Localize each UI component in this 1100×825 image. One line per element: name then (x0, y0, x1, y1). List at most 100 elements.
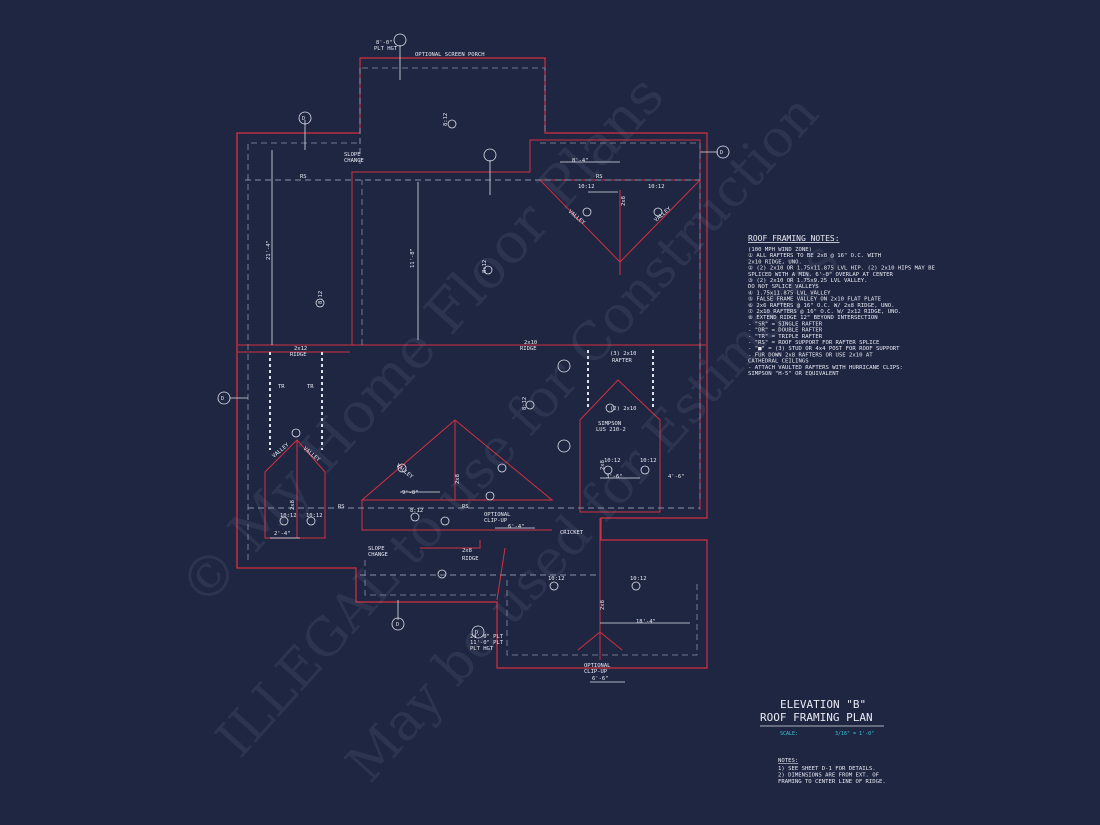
pitch-10: 8:12 (318, 291, 324, 304)
dim-18-4: 18'-4" (636, 619, 656, 625)
notes-list-line: ① ALL RAFTERS TO BE 2x8 @ 16" O.C. WITH (748, 252, 881, 259)
pitch-4: 10:12 (640, 458, 657, 464)
rs-label-2: RS (596, 174, 603, 180)
footnotes: NOTES: 1) SEE SHEET D-1 FOR DETAILS.2) D… (778, 758, 886, 785)
ridge-2x12: 2x12 (294, 346, 307, 352)
rs-label-4: RS (462, 504, 469, 510)
notes-list-line: - "DR" = DOUBLE RAFTER (748, 328, 823, 334)
pitch-3: 10:12 (604, 458, 621, 464)
optional-clip-up-b: CLIP-UP (484, 518, 508, 524)
notes-list-line: DO NOT SPLICE VALLEYS (748, 284, 819, 290)
ridge-2x8-vert-5: 2x8 (600, 600, 606, 610)
ridge-2x8-vert-3: 2x8 (290, 500, 296, 510)
dim-21-4: 21'-4" (266, 240, 272, 260)
pitch-11: 8:12 (482, 260, 488, 273)
pitch-1: 10:12 (578, 184, 595, 190)
watermarks: © My Home Floor Plans ILLEGAL to use for… (167, 63, 851, 793)
dim-2-4: 2'-4" (274, 531, 291, 537)
dim-4-6: 4'-6" (668, 474, 685, 480)
section-d-4: D (475, 630, 478, 636)
pitch-13: 8:12 (443, 113, 449, 126)
notes-list-line: - "■" = (3) STUD OR 4x4 POST FOR ROOF SU… (748, 346, 900, 352)
tr-label-1: TR (278, 384, 285, 390)
ridge-2x12-word: RIDGE (290, 352, 307, 358)
simpson-lus: LUS 210-2 (596, 427, 626, 433)
notes-list-line: - FUR DOWN 2x8 RAFTERS OR USE 2x10 AT (748, 352, 873, 358)
plan-labels: OPTIONAL SCREEN PORCH 8'-0" PLT HGT SLOP… (221, 40, 723, 682)
plt-bottom-a: 24'-0" PLT (470, 634, 504, 640)
scale-label: SCALE: (780, 731, 798, 737)
tr-label-2: TR (307, 384, 314, 390)
dim-8-4: 8'-4" (572, 158, 589, 164)
section-markers (217, 33, 730, 639)
dim-9-8: 9'-8" (402, 490, 419, 496)
title-line-1: ELEVATION "B" (780, 698, 866, 711)
rs-label-3: RS (338, 504, 345, 510)
ridge-2x8-vert-2: 2x8 (621, 196, 627, 206)
optional-clip-up-bottom-b: CLIP-UP (584, 669, 608, 675)
dim-6-6: 6'-6" (592, 676, 609, 682)
footnotes-header: NOTES: (778, 758, 798, 764)
slope-change-1b: CHANGE (344, 158, 364, 164)
notes-list-line: - "SR" = SINGLE RAFTER (748, 321, 823, 327)
ridge-2x8-word: RIDGE (462, 556, 479, 562)
porch-label: OPTIONAL SCREEN PORCH (415, 52, 485, 58)
notes-list-line: (100 MPH WIND ZONE) (748, 247, 812, 253)
slope-change-2: SLOPE (368, 546, 385, 552)
pitch-9: 8:12 (410, 508, 423, 514)
pitch-7: 10:12 (548, 576, 565, 582)
rafter-2-2x10: (2) 2x10 (610, 406, 637, 412)
section-d-5: D (396, 622, 399, 628)
roof-framing-notes: ROOF FRAMING NOTES: (100 MPH WIND ZONE)①… (748, 234, 936, 377)
section-d-1: D (302, 116, 305, 122)
pitch-12: 8:12 (522, 397, 528, 410)
rs-label-1: RS (300, 174, 307, 180)
rafter-word: RAFTER (612, 358, 633, 364)
notes-list-line: SIMPSON "H-5" OR EQUIVALENT (748, 371, 840, 377)
cricket-label: CRICKET (560, 530, 584, 536)
notes-list-line: 2x10 RIDGE, UNO. (748, 259, 802, 265)
notes-list-line: CATHEDRAL CEILINGS (748, 359, 809, 365)
ridge-2x8-vert-4: 2x8 (600, 460, 606, 470)
notes-list-line: - "TR" = TRIPLE RAFTER (748, 334, 823, 340)
dim-3-6: 3'-6" (606, 474, 623, 480)
plt-bottom-c: PLT HGT (470, 646, 494, 652)
scale-value: 3/16" = 1'-0" (835, 731, 874, 737)
valley-3: VALLEY (395, 463, 415, 481)
rafter-lines (230, 45, 718, 683)
ridge-2x10: 2x10 (524, 340, 537, 346)
pitch-8: 10:12 (630, 576, 647, 582)
notes-list-line: ③ (2) 2x10 OR 1.75x9.25 LVL VALLEY. (748, 277, 868, 284)
notes-list-line: ④ 1.75x11.875 LVL VALLEY (748, 289, 831, 296)
footnotes-list-line: FRAMING TO CENTER LINE OF RIDGE. (778, 779, 886, 785)
dim-6-4: 6'-4" (508, 524, 525, 530)
optional-clip-up-bottom: OPTIONAL (584, 663, 611, 669)
title-line-2: ROOF FRAMING PLAN (760, 711, 873, 724)
notes-list-line: ⑤ FALSE FRAME VALLEY ON 2x10 FLAT PLATE (748, 296, 882, 303)
slope-change-2b: CHANGE (368, 552, 388, 558)
plt-bottom-b: 11'-0" PLT (470, 640, 504, 646)
dashed-framing (245, 67, 701, 656)
pitch-6: 10:12 (306, 513, 323, 519)
slope-change-1: SLOPE (344, 152, 361, 158)
simpson-label: SIMPSON (598, 421, 621, 427)
plt-hgt-top-2: PLT HGT (374, 46, 398, 52)
ridge-2x10-word: RIDGE (520, 346, 537, 352)
notes-list-line: SPLICED WITH A MIN. 6'-0" OVERLAP AT CEN… (748, 272, 893, 278)
pitch-5: 10:12 (280, 513, 297, 519)
notes-list-line: ⑦ 2x10 RAFTERS @ 16" O.C. W/ 2x12 RIDGE,… (748, 308, 901, 315)
section-d-3: D (221, 396, 224, 402)
notes-list-line: ② (2) 2x10 OR 1.75x11.875 LVL HIP. (2) 2… (748, 265, 936, 272)
footnotes-list-line: 1) SEE SHEET D-1 FOR DETAILS. (778, 766, 876, 772)
title-block: ELEVATION "B" ROOF FRAMING PLAN SCALE: 3… (760, 698, 884, 737)
notes-header: ROOF FRAMING NOTES: (748, 234, 840, 243)
footnotes-list-line: 2) DIMENSIONS ARE FROM EXT. OF (778, 773, 880, 779)
notes-list-line: ⑥ 2x6 RAFTERS @ 16" O.C. W/ 2x8 RIDGE, U… (748, 302, 894, 309)
pitch-2: 10:12 (648, 184, 665, 190)
ridge-2x8: 2x8 (462, 548, 472, 554)
optional-clip-up: OPTIONAL (484, 512, 511, 518)
ridge-2x8-vert: 2x8 (455, 474, 461, 484)
notes-list-line: - "RS" = ROOF SUPPORT FOR RAFTER SPLICE (748, 340, 880, 346)
